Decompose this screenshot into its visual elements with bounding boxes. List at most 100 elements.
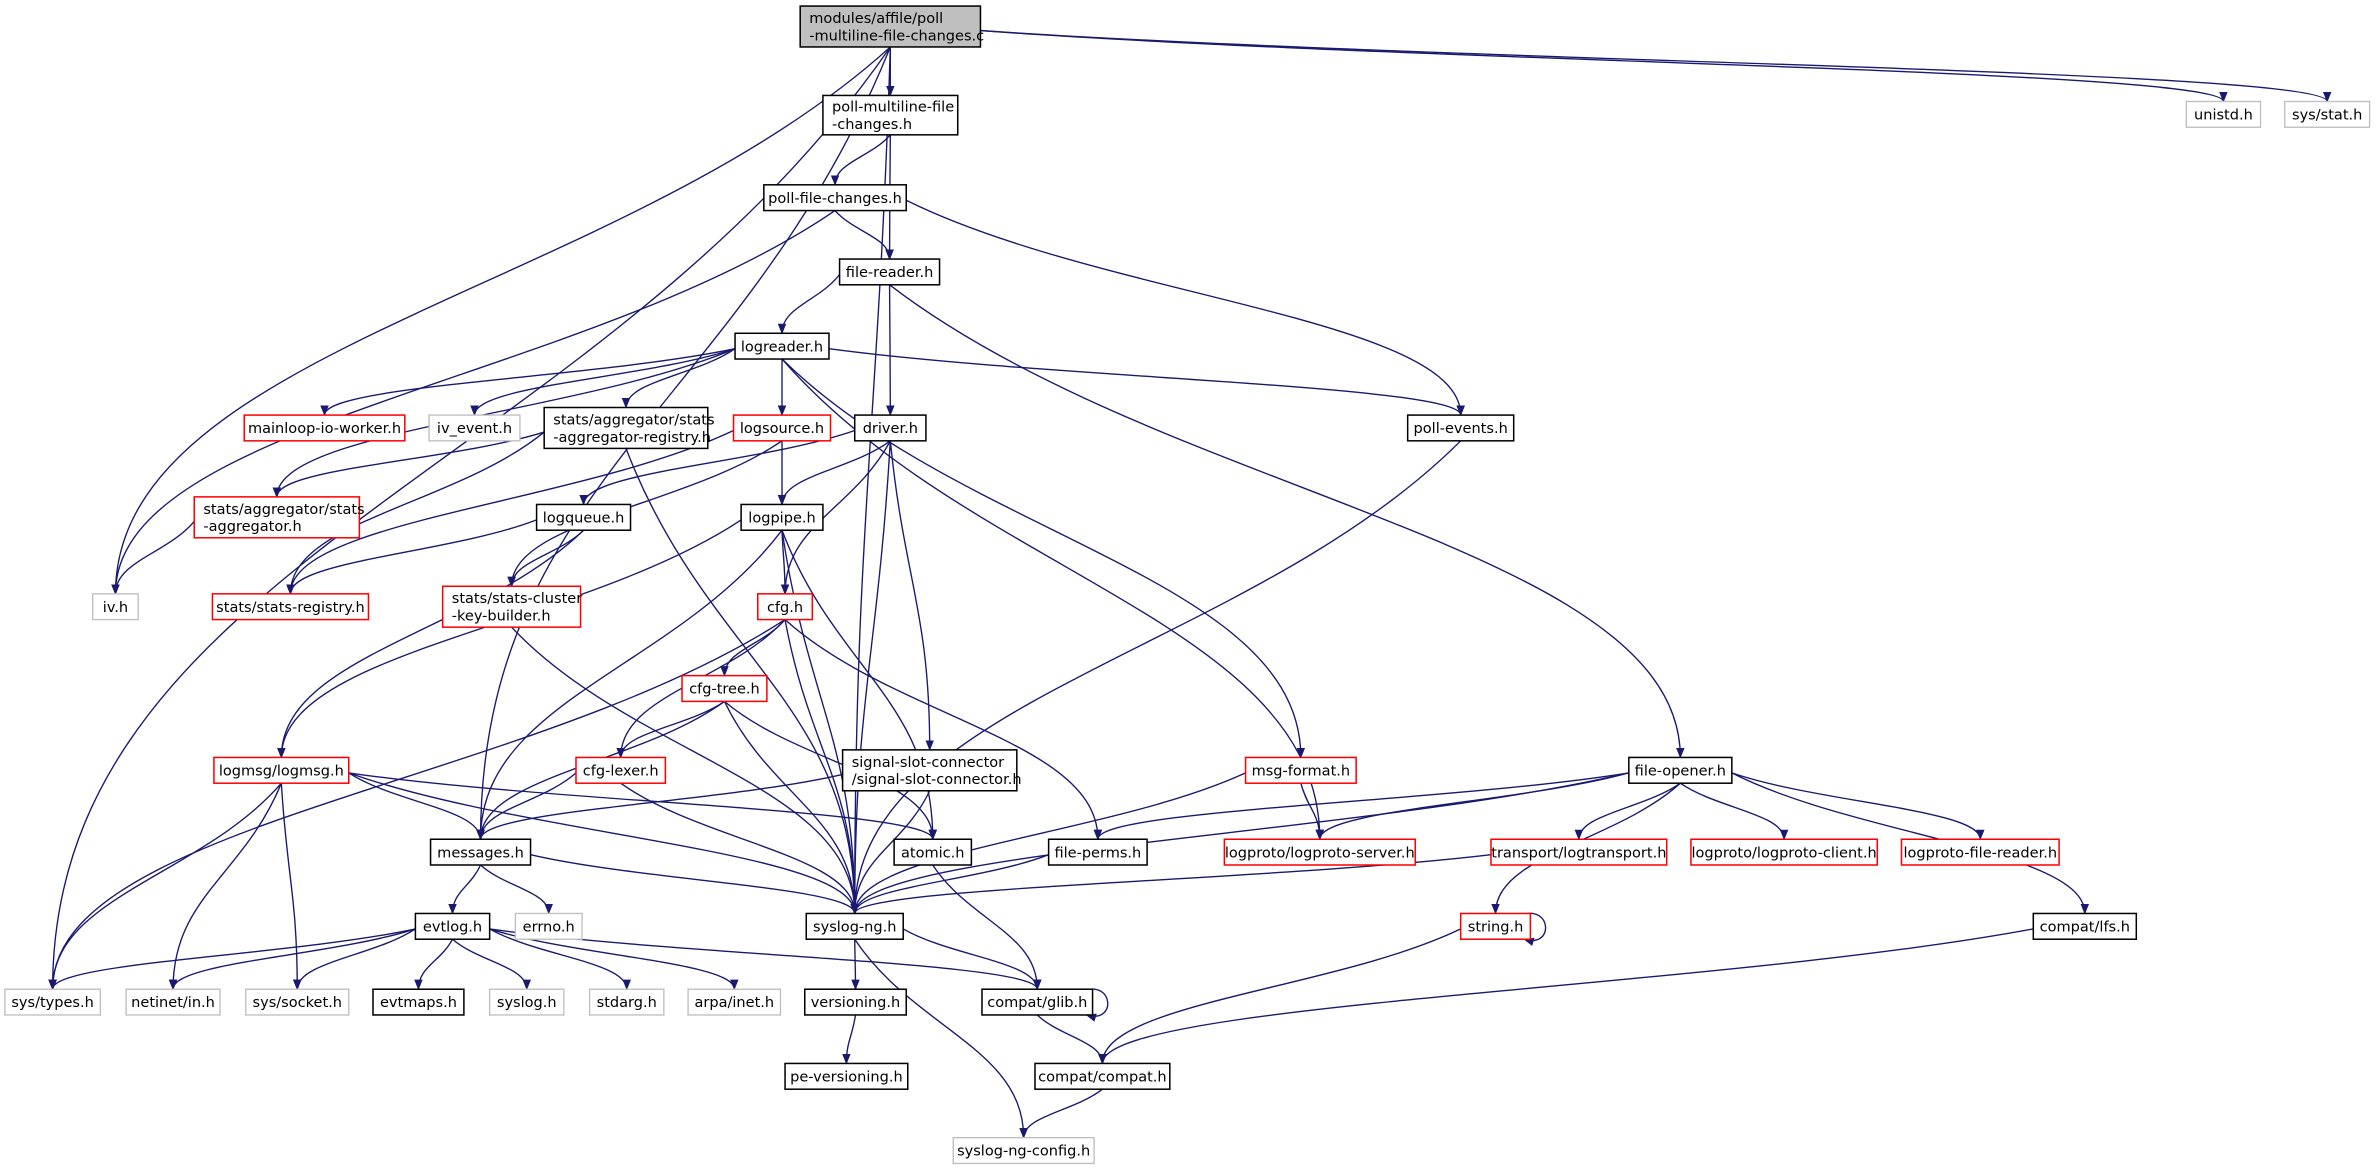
node-stats-stats-registry-h[interactable]: stats/stats-registry.h [211,593,370,621]
node-poll-multiline-file-changes-h[interactable]: poll-multiline-file-changes.h [822,94,959,136]
node-box[interactable] [681,674,768,703]
node-label: msg-format.h [1252,763,1351,779]
node-box[interactable] [1223,838,1416,866]
node-transport-logtransport-h[interactable]: transport/logtransport.h [1490,838,1668,866]
node-cfg-lexer-h[interactable]: cfg-lexer.h [575,756,667,784]
node-box[interactable] [372,988,465,1016]
node-box[interactable] [740,503,824,531]
node-label: mainloop-io-worker.h [248,421,401,437]
node-box[interactable] [732,414,832,442]
node-box[interactable] [1406,414,1515,442]
node-messages-h[interactable]: messages.h [429,838,532,866]
edge-logmsg-logmsg-h-to-netinet-in-h [168,782,282,991]
node-box[interactable] [1628,756,1733,784]
node-box[interactable] [805,912,904,940]
node-string-h[interactable]: string.h [1459,912,1532,940]
node-label: messages.h [437,845,524,861]
node-label: logreader.h [741,339,823,355]
node-box[interactable] [1034,1062,1171,1090]
node-box[interactable] [784,1062,909,1090]
node-poll-file-changes-h[interactable]: poll-file-changes.h [763,184,907,212]
node-compat-compat-h[interactable]: compat/compat.h [1034,1062,1171,1090]
node-box[interactable] [213,756,350,784]
node-atomic-h[interactable]: atomic.h [893,838,973,866]
node-stats-stats-cluster-key-builder-h[interactable]: stats/stats-cluster-key-builder.h [441,585,583,628]
node-stats-aggregator-stats-aggregator-h[interactable]: stats/aggregator/stats-aggregator.h [193,496,365,539]
node-box[interactable] [543,406,709,450]
node-box[interactable] [799,5,982,48]
node-box[interactable] [757,593,814,621]
node-box[interactable] [893,838,973,866]
node-box[interactable] [1244,756,1357,784]
edge-evtlog-h-to-sys-types-h [48,928,416,991]
node-box[interactable] [1047,838,1148,866]
node-box[interactable] [575,756,667,784]
node-mainloop-io-worker-h[interactable]: mainloop-io-worker.h [243,414,406,442]
node-box[interactable] [2032,912,2138,940]
node-box[interactable] [243,414,406,442]
edge-logreader-h-to-stats-aggregator-stats-aggregator-registry-h [621,348,736,409]
node-label: cfg-tree.h [689,682,760,698]
node-logqueue-h[interactable]: logqueue.h [535,503,632,531]
node-label: evtmaps.h [380,995,457,1011]
node-logproto-logproto-client-h[interactable]: logproto/logproto-client.h [1690,838,1879,866]
node-logproto-file-reader-h[interactable]: logproto-file-reader.h [1900,838,2060,866]
node-evtlog-h[interactable]: evtlog.h [414,912,491,940]
node-cfg-h[interactable]: cfg.h [757,593,814,621]
edge-cfg-h-to-file-perms-h [784,619,1103,841]
node-box[interactable] [841,749,1018,792]
node-box[interactable] [838,258,941,286]
node-label: transport/logtransport.h [1491,845,1666,861]
node-logproto-logproto-server-h[interactable]: logproto/logproto-server.h [1223,838,1416,866]
node-box[interactable] [414,912,491,940]
node-box[interactable] [535,503,632,531]
node-logsource-h[interactable]: logsource.h [732,414,832,442]
node-box[interactable] [822,94,959,136]
node-label: stats/stats-registry.h [216,600,364,616]
node-box[interactable] [429,838,532,866]
node-box[interactable] [193,496,361,539]
node-signal-slot-connector-signal-slot-connector-h[interactable]: signal-slot-connector/signal-slot-connec… [841,749,1022,792]
node-box[interactable] [211,593,370,621]
node-logpipe-h[interactable]: logpipe.h [740,503,824,531]
node-poll-events-h[interactable]: poll-events.h [1406,414,1515,442]
node-box[interactable] [1690,838,1879,866]
edge-stats-aggregator-stats-aggregator-registry-h-to-stats-stats-registry-h [286,431,545,595]
node-pe-versioning-h[interactable]: pe-versioning.h [784,1062,909,1090]
node-box[interactable] [763,184,907,212]
node-evtmaps-h[interactable]: evtmaps.h [372,988,465,1016]
node-msg-format-h[interactable]: msg-format.h [1244,756,1357,784]
node-stats-aggregator-stats-aggregator-registry-h[interactable]: stats/aggregator/stats-aggregator-regist… [543,406,715,450]
node-logmsg-logmsg-h[interactable]: logmsg/logmsg.h [213,756,350,784]
node-box [125,988,221,1016]
node-file-reader-h[interactable]: file-reader.h [838,258,941,286]
node-file-opener-h[interactable]: file-opener.h [1628,756,1733,784]
edge-poll-file-changes-h-to-poll-events-h [905,199,1465,417]
node-cfg-tree-h[interactable]: cfg-tree.h [681,674,768,703]
node-logreader-h[interactable]: logreader.h [734,332,830,360]
node-box[interactable] [1459,912,1532,940]
node-box[interactable] [1490,838,1668,866]
node-stdarg-h: stdarg.h [588,988,665,1016]
node-box[interactable] [853,414,927,442]
node-compat-lfs-h[interactable]: compat/lfs.h [2032,912,2138,940]
node-versioning-h[interactable]: versioning.h [803,988,907,1016]
node-box[interactable] [1900,838,2060,866]
node-box[interactable] [734,332,830,360]
node-box[interactable] [441,585,582,628]
edge-msg-format-h-to-logproto-logproto-server-h [1300,783,1325,841]
edge-string-h-to-compat-compat-h [1098,928,1461,1065]
edge-driver-h-to-syslog-ng-h [850,440,892,915]
edge-logpipe-h-to-cfg-h [780,530,790,595]
node-box[interactable] [981,988,1094,1016]
edges-layer [48,29,2332,1139]
node-modules-affile-poll-multiline-file-changes-c[interactable]: modules/affile/poll-multiline-file-chang… [799,5,984,48]
node-compat-glib-h[interactable]: compat/glib.h [981,988,1094,1016]
node-file-perms-h[interactable]: file-perms.h [1047,838,1148,866]
node-box[interactable] [803,988,907,1016]
node-syslog-ng-h[interactable]: syslog-ng.h [805,912,904,940]
node-label: atomic.h [901,845,965,861]
node-label: -aggregator.h [203,519,301,535]
edge-logqueue-h-to-logmsg-logmsg-h [277,529,585,759]
node-driver-h[interactable]: driver.h [853,414,927,442]
